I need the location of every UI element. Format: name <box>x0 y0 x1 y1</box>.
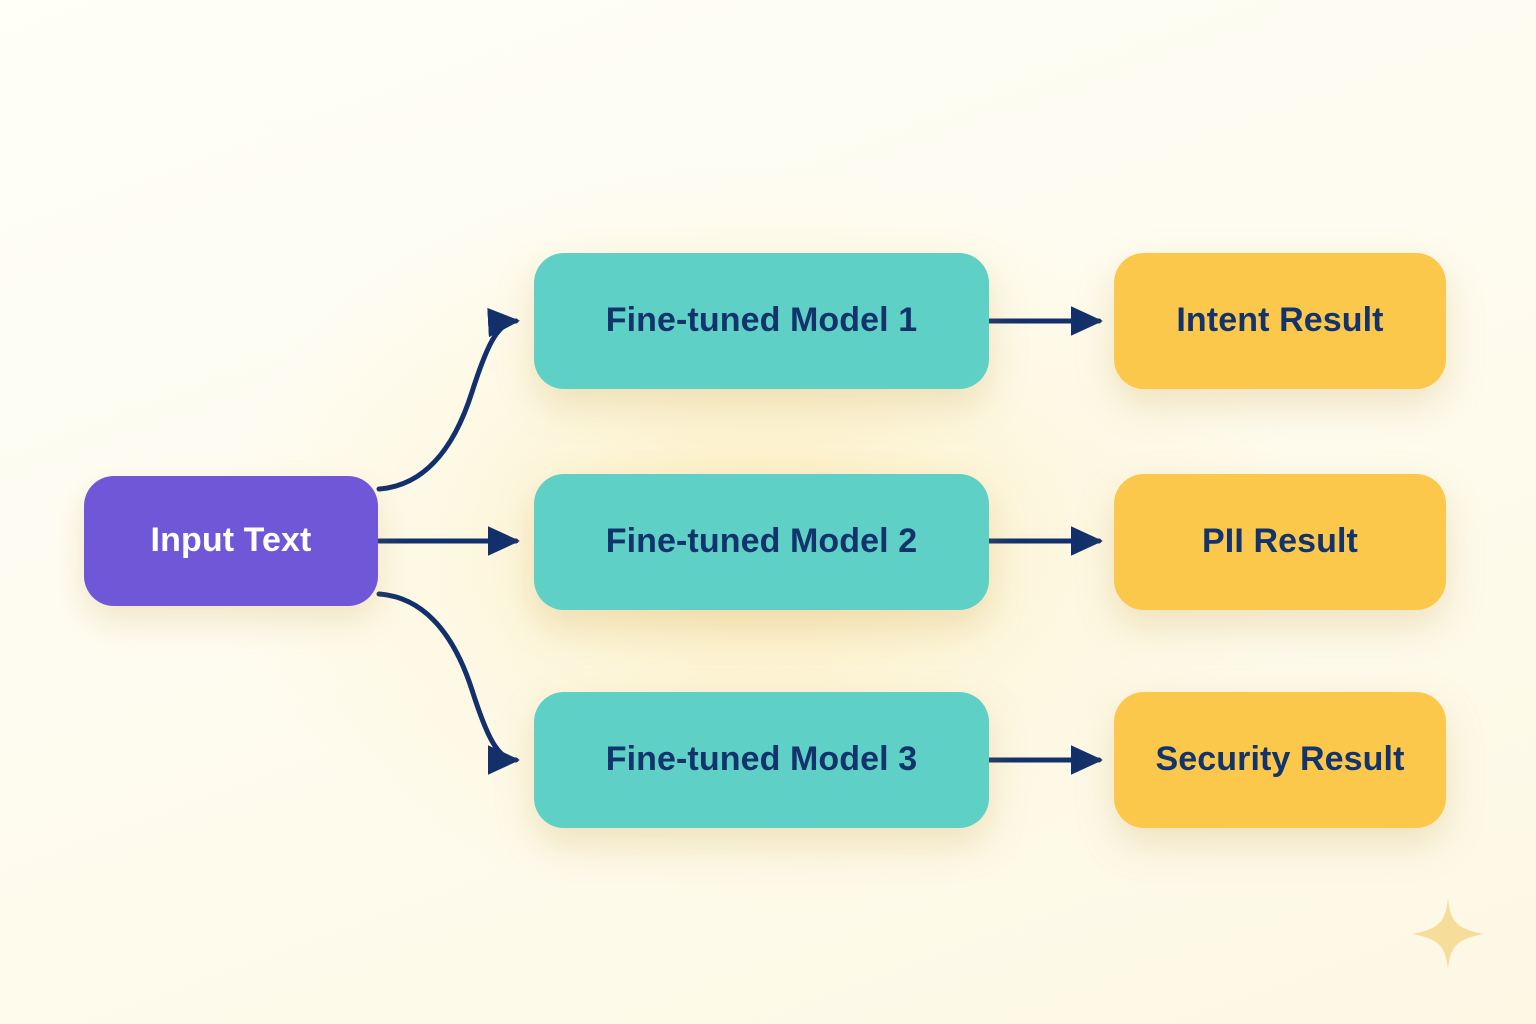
node-fine-tuned-model-2[interactable]: Fine-tuned Model 2 <box>534 474 989 610</box>
node-intent-result[interactable]: Intent Result <box>1114 253 1446 389</box>
node-intent-result-label: Intent Result <box>1176 301 1384 340</box>
node-fine-tuned-model-2-label: Fine-tuned Model 2 <box>605 522 918 561</box>
sparkle-icon <box>1412 898 1484 970</box>
node-fine-tuned-model-1[interactable]: Fine-tuned Model 1 <box>534 253 989 389</box>
node-pii-result-label: PII Result <box>1202 522 1358 561</box>
node-input-text-label: Input Text <box>150 521 312 560</box>
node-pii-result[interactable]: PII Result <box>1114 474 1446 610</box>
node-fine-tuned-model-3-label: Fine-tuned Model 3 <box>605 740 918 779</box>
edge-input-to-model-1 <box>376 307 520 492</box>
node-fine-tuned-model-1-label: Fine-tuned Model 1 <box>605 301 918 340</box>
edge-input-to-model-3 <box>376 591 520 775</box>
node-security-result-label: Security Result <box>1155 740 1405 779</box>
node-input-text[interactable]: Input Text <box>84 476 378 606</box>
node-security-result[interactable]: Security Result <box>1114 692 1446 828</box>
node-fine-tuned-model-3[interactable]: Fine-tuned Model 3 <box>534 692 989 828</box>
